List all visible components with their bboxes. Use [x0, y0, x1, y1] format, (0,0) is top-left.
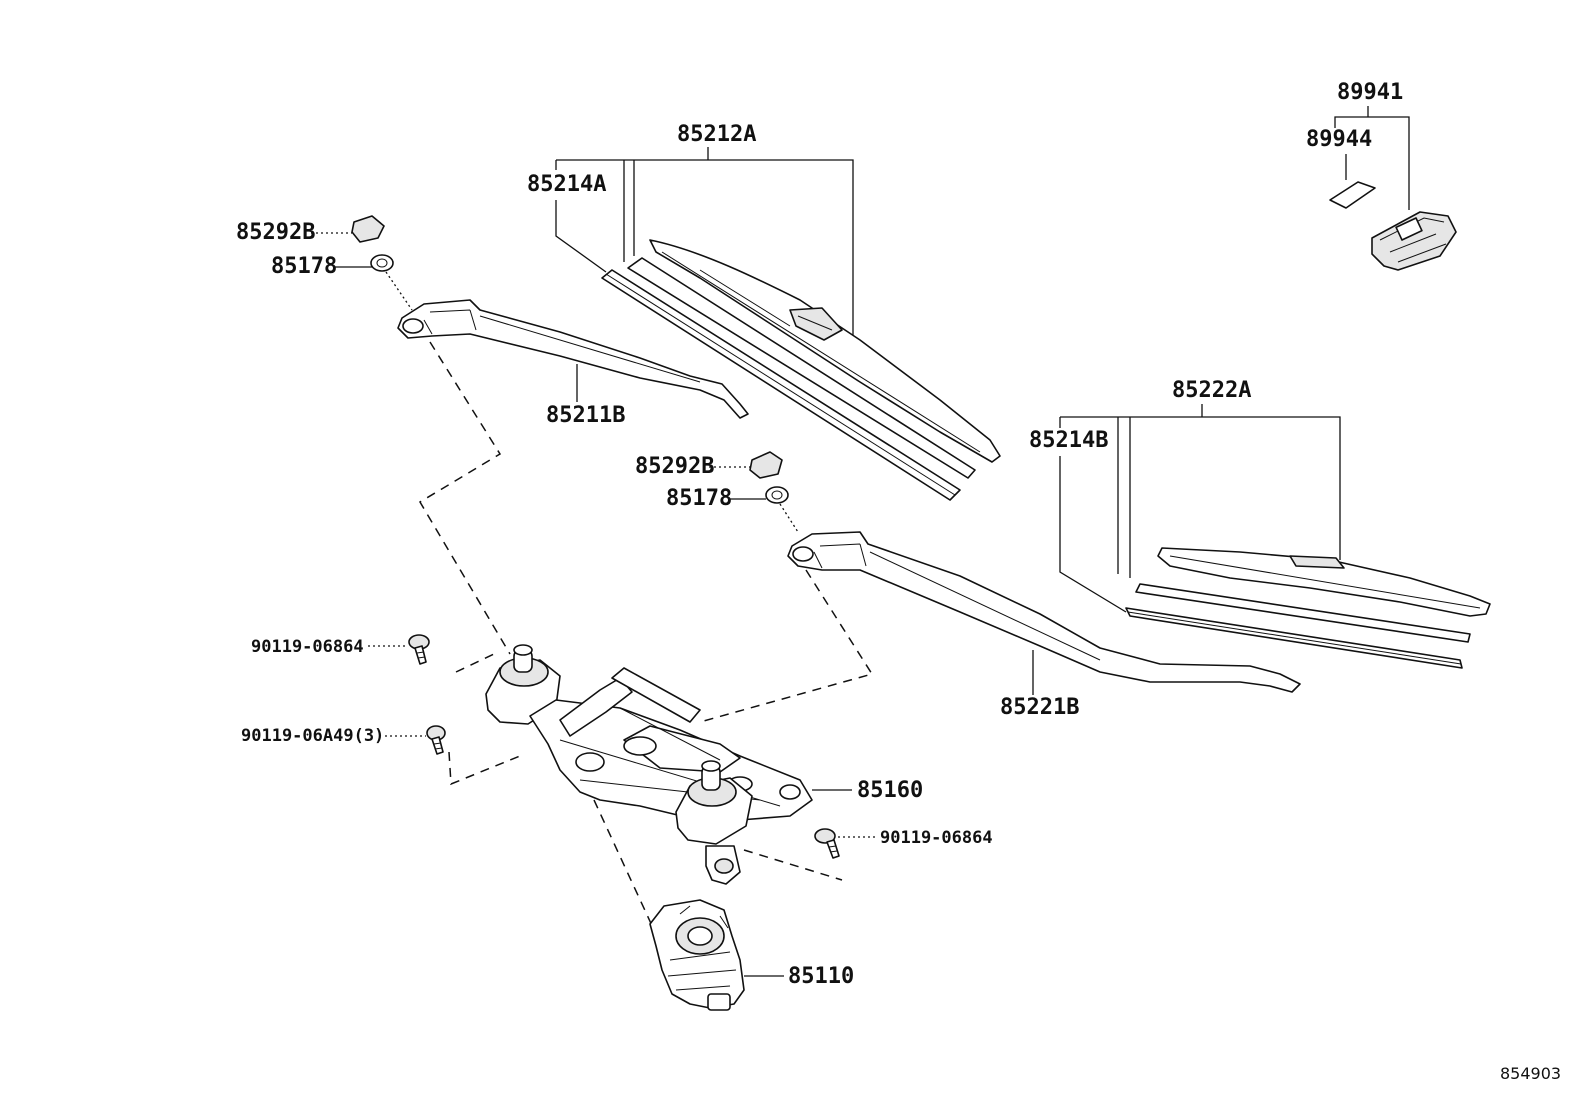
part-85292B-cap-top [351, 215, 385, 243]
part-bolt-06A49 [426, 725, 446, 755]
part-90119-06864-left-group: 90119-06864 [251, 634, 430, 665]
leader-85222A [1059, 404, 1341, 578]
part-85211B-group: 85211B [397, 299, 749, 428]
part-85222A-blade [1135, 547, 1491, 643]
callout-85110: 85110 [788, 964, 854, 989]
part-85178-nut-mid [765, 486, 789, 504]
part-90119-06864-right-group: 90119-06864 [814, 828, 993, 859]
part-85160-linkage [485, 644, 813, 885]
callout-85221B: 85221B [1000, 695, 1079, 720]
part-85222A-group: 85222A 85214B [1029, 378, 1491, 669]
leader-85214B [1059, 456, 1127, 613]
leader-85212A [555, 147, 854, 346]
callout-90119-06864-left: 90119-06864 [251, 637, 364, 657]
part-85211B-arm [397, 299, 749, 419]
callout-85292B-mid: 85292B [635, 454, 714, 479]
callout-89941: 89941 [1337, 80, 1403, 105]
part-85221B-arm [787, 531, 1301, 693]
part-89941-bracket [1371, 211, 1457, 271]
part-85292B-cap-mid [749, 451, 783, 479]
part-85212A-blade [627, 239, 1001, 479]
callout-90119-06A49: 90119-06A49(3) [241, 726, 384, 746]
part-89941-group: 89941 89944 [1306, 80, 1457, 271]
part-bolt-left [408, 634, 430, 665]
callout-85292B-top: 85292B [236, 220, 315, 245]
part-85212A-group: 85212A 85214A [527, 122, 1001, 501]
leader-89941 [1334, 106, 1410, 210]
part-85221B-group: 85221B [787, 531, 1301, 720]
callout-85178-top: 85178 [271, 254, 337, 279]
part-85292B-mid-group: 85292B 85178 [635, 451, 799, 533]
part-85110-motor [649, 899, 745, 1011]
diagram-reference-number: 854903 [1500, 1064, 1561, 1083]
callout-85160: 85160 [857, 778, 923, 803]
part-90119-06A49-group: 90119-06A49(3) [241, 725, 446, 755]
callout-85211B: 85211B [546, 403, 625, 428]
callout-89944: 89944 [1306, 127, 1372, 152]
callout-85214B: 85214B [1029, 428, 1108, 453]
callout-85214A: 85214A [527, 172, 606, 197]
part-85292B-top-group: 85292B 85178 [236, 215, 413, 311]
callout-85222A: 85222A [1172, 378, 1251, 403]
assembly-guide-lines [418, 341, 874, 931]
part-bolt-right [814, 828, 840, 859]
part-89944-pad [1329, 181, 1376, 209]
part-85178-nut-top [370, 254, 394, 272]
callout-85178-mid: 85178 [666, 486, 732, 511]
callout-85212A: 85212A [677, 122, 756, 147]
callout-90119-06864-right: 90119-06864 [880, 828, 993, 848]
leader-85214A [555, 200, 607, 273]
